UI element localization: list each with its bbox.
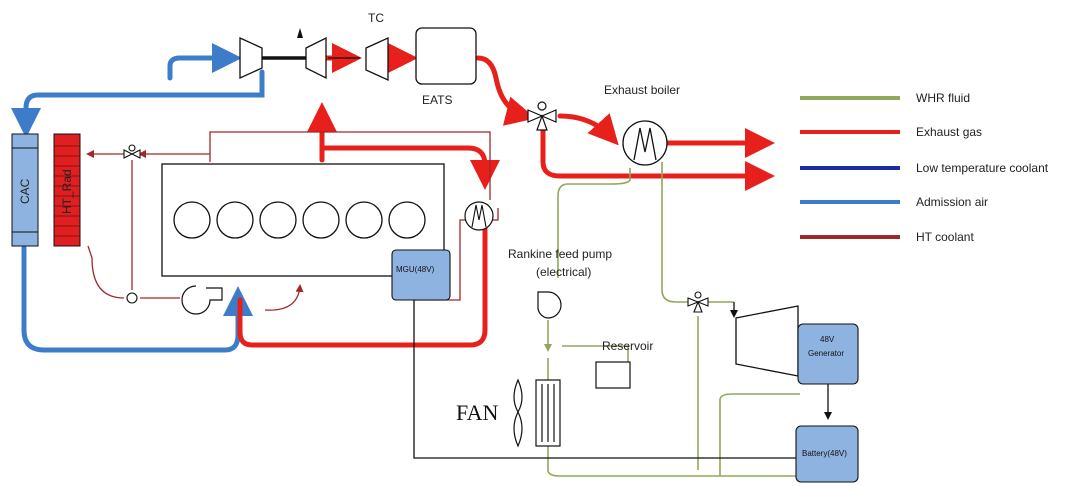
generator-box [797, 323, 859, 385]
legend-item: Exhaust gas [800, 125, 982, 139]
cac-box [11, 133, 39, 247]
vgt-arrow-icon [297, 28, 303, 38]
generator-label-line2: Generator [808, 349, 844, 358]
exhaust-gas-lines [237, 43, 775, 348]
legend-label: HT coolant [916, 230, 974, 244]
eats-label: EATS [422, 93, 452, 107]
whr-three-way-valve-icon [687, 291, 709, 313]
engine-cylinders [173, 201, 426, 239]
coolant-pump-icon [181, 285, 223, 315]
reservoir-label: Reservoir [602, 339, 653, 353]
mgu-box [391, 249, 451, 301]
legend-item: HT coolant [800, 230, 974, 244]
exhaust-boiler-icon [622, 120, 668, 166]
feed-pump-label-line1: Rankine feed pump [508, 247, 612, 261]
egr-heat-exchanger-icon [464, 201, 494, 231]
ht-thermostat-valve-icon [123, 144, 141, 159]
exhaust-boiler-label: Exhaust boiler [604, 83, 680, 97]
ht-rad-label: HT_Rad [60, 169, 74, 214]
tc-label: TC [368, 11, 384, 25]
fan-label: FAN [456, 400, 498, 425]
admission-air-lines [11, 43, 265, 353]
ht-rad-box [53, 133, 81, 247]
legend-label: Admission air [916, 195, 988, 209]
expander-icon [735, 305, 799, 377]
feed-pump-label-line2: (electrical) [536, 265, 591, 279]
cac-label: CAC [18, 178, 32, 204]
ht-small-pump-icon [126, 292, 138, 304]
compressor-icon [239, 36, 263, 80]
legend-label: Exhaust gas [916, 125, 982, 139]
battery-label: Battery(48V) [802, 449, 847, 458]
exhaust-three-way-valve-icon [527, 101, 557, 131]
legend-item: Low temperature coolant [800, 161, 1049, 175]
whr-fluid-lines [544, 162, 800, 477]
mgu-label: MGU(48V) [396, 265, 435, 274]
generator-label-line1: 48V [820, 335, 835, 344]
condenser-icon [535, 379, 561, 447]
legend-item: WHR fluid [800, 91, 970, 105]
turbine-icon [305, 36, 327, 80]
eats-box [415, 27, 477, 85]
battery-box [795, 425, 859, 483]
tc-turbine-icon [365, 36, 389, 82]
legend-label: WHR fluid [916, 91, 970, 105]
fan-icon [513, 378, 523, 448]
ht-rad-fins [54, 145, 80, 237]
legend: WHR fluid Exhaust gas Low temperature co… [800, 91, 1049, 244]
legend-item: Admission air [800, 195, 988, 209]
reservoir-box [595, 361, 631, 389]
legend-label: Low temperature coolant [916, 161, 1049, 175]
rankine-feed-pump-icon [537, 291, 562, 319]
